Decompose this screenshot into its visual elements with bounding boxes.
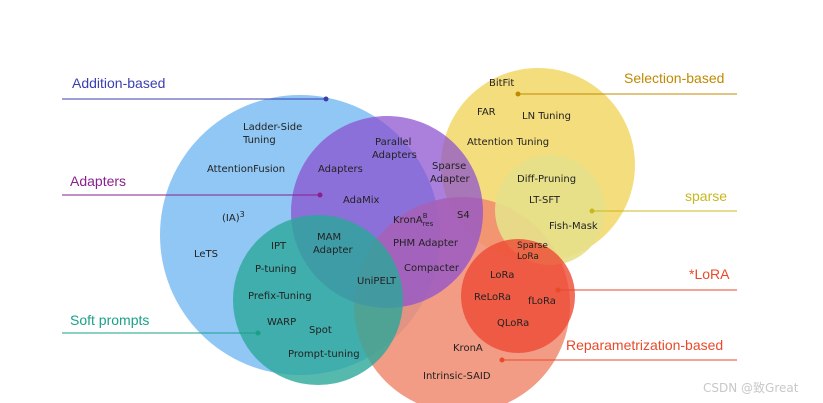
- method-s4: S4: [457, 210, 470, 221]
- label-sparse: sparse: [685, 188, 727, 204]
- method-ia3: (IA)3: [222, 210, 245, 224]
- method-mam-adapter-line2: Adapter: [313, 245, 354, 256]
- lora-connector: [555, 287, 737, 293]
- method-p-tuning: P-tuning: [255, 264, 296, 275]
- method-qlora: QLoRa: [497, 318, 529, 329]
- method-sparse-lora-line2: LoRa: [517, 252, 539, 262]
- method-ladder-side-tuning-line1: Ladder-Side: [243, 122, 302, 133]
- label-addition-based: Addition-based: [72, 75, 165, 91]
- method-lt-sft: LT-SFT: [529, 195, 561, 206]
- method-attention-tuning: Attention Tuning: [467, 137, 549, 148]
- label-selection-based: Selection-based: [624, 70, 724, 86]
- soft-prompts-region: [233, 215, 403, 385]
- watermark: CSDN @致Great: [703, 381, 799, 395]
- sparse-connector: [589, 208, 737, 214]
- method-mam-adapter-line1: MAM: [317, 232, 341, 243]
- method-parallel-adapters-line2: Adapters: [372, 150, 417, 161]
- method-compacter: Compacter: [404, 263, 460, 274]
- method-phm-adapter: PHM Adapter: [393, 238, 459, 249]
- method-lora: LoRa: [490, 270, 514, 281]
- addition-based-connector: [62, 96, 329, 102]
- method-ln-tuning: LN Tuning: [522, 111, 571, 122]
- adapters-connector: [62, 192, 323, 198]
- method-bitfit: BitFit: [489, 78, 514, 89]
- method-ipt: IPT: [271, 241, 287, 252]
- lora-region: [461, 239, 575, 353]
- label-soft-prompts: Soft prompts: [70, 312, 149, 328]
- method-fish-mask: Fish-Mask: [549, 221, 598, 232]
- method-diff-pruning: Diff-Pruning: [517, 174, 576, 185]
- selection-based-connector: [515, 91, 737, 97]
- method-attention-fusion: AttentionFusion: [207, 164, 285, 175]
- method-warp: WARP: [267, 317, 296, 328]
- method-flora: fLoRa: [528, 296, 556, 307]
- sparse-region: [495, 155, 605, 265]
- label-lora: *LoRA: [689, 266, 730, 282]
- label-reparametrization-based: Reparametrization-based: [566, 337, 723, 353]
- method-relora: ReLoRa: [474, 292, 511, 303]
- soft-prompts-connector: [62, 330, 261, 336]
- label-adapters: Adapters: [70, 173, 126, 189]
- method-parallel-adapters-line1: Parallel: [375, 137, 411, 148]
- method-intrinsic-said: Intrinsic-SAID: [423, 371, 491, 382]
- method-prefix-tuning: Prefix-Tuning: [248, 291, 312, 302]
- method-prompt-tuning: Prompt-tuning: [288, 349, 360, 360]
- method-sparse-lora-line1: Sparse: [517, 241, 548, 251]
- method-lets: LeTS: [194, 249, 218, 260]
- method-sparse-adapter-line1: Sparse: [432, 161, 466, 172]
- method-sparse-adapter-line2: Adapter: [430, 174, 471, 185]
- method-adapters: Adapters: [318, 164, 363, 175]
- reparam-connector: [499, 357, 737, 363]
- method-far: FAR: [477, 107, 496, 118]
- method-krona: KronA: [453, 343, 483, 354]
- method-adamix: AdaMix: [343, 195, 380, 206]
- method-ladder-side-tuning-line2: Tuning: [242, 135, 276, 146]
- method-unipelt: UniPELT: [357, 276, 397, 287]
- method-spot: Spot: [309, 325, 332, 336]
